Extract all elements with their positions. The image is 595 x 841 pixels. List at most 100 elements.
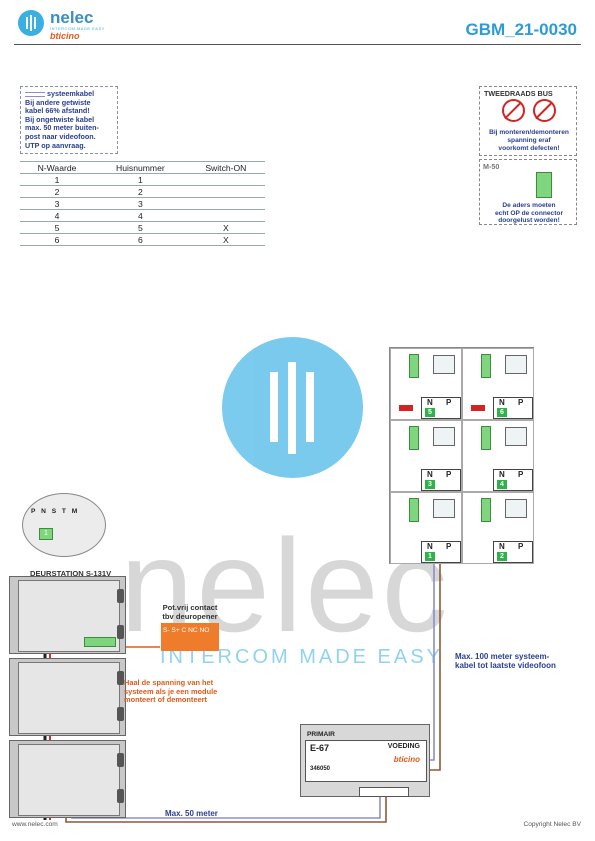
door-module bbox=[9, 740, 126, 818]
table-cell bbox=[186, 197, 265, 210]
warning-text: Bij monteren/demonteren spanning eraf vo… bbox=[482, 129, 576, 152]
brand-tagline: INTERCOM MADE EASY bbox=[50, 26, 105, 31]
screen-icon bbox=[433, 499, 455, 518]
m50-connector-box: M-50 De aders moeten echt OP de connecto… bbox=[479, 159, 577, 225]
warning-line: spanning eraf bbox=[507, 136, 551, 144]
contact-label-line: tbv deuropener bbox=[162, 612, 218, 621]
nelec-logo-icon bbox=[18, 10, 44, 36]
door-station-title: DEURSTATION S-131V bbox=[30, 569, 112, 578]
m50-line: echt OP de connector bbox=[494, 209, 564, 217]
no-plug-icon bbox=[502, 99, 525, 122]
relay-contact-block: S- S+ C NC NO bbox=[161, 623, 219, 651]
document-code: GBM_21-0030 bbox=[465, 20, 577, 39]
monitor-number: 2 bbox=[497, 552, 507, 561]
address-value: 1 bbox=[39, 528, 53, 540]
connector-icon bbox=[409, 426, 419, 450]
note-line: Bij andere getwiste bbox=[25, 97, 91, 107]
column-header: Switch-ON bbox=[186, 161, 265, 174]
cable-legend-label: systeemkabel bbox=[47, 89, 95, 98]
footer-copyright: Copyright Nelec BV bbox=[523, 821, 581, 828]
psu-primary-label: PRIMAIR bbox=[307, 731, 335, 738]
warning-line: Bij monteren/demonteren bbox=[489, 129, 569, 136]
table-cell: X bbox=[186, 233, 265, 246]
table-cell: 4 bbox=[93, 209, 187, 222]
blue-note-line: kabel tot laatste videofoon bbox=[455, 661, 556, 671]
door-station bbox=[9, 576, 126, 820]
contact-label: Pot.vrij contact tbv deuropener bbox=[150, 603, 230, 621]
terminal-block bbox=[84, 637, 116, 647]
psu-type: VOEDING bbox=[387, 743, 420, 750]
table-cell: 1 bbox=[20, 173, 94, 186]
column-header: Huisnummer bbox=[93, 161, 187, 174]
door-module bbox=[9, 576, 126, 654]
note-line: Bij ongetwiste kabel bbox=[25, 114, 95, 124]
table-cell: X bbox=[186, 221, 265, 234]
orange-note-line: monteert of demonteert bbox=[124, 695, 207, 705]
cable-legend: systeemkabel bbox=[25, 89, 113, 99]
max-length-note: Max. 100 meter systeem- kabel tot laatst… bbox=[455, 652, 565, 671]
monitor-number: 3 bbox=[425, 480, 435, 489]
connector-icon bbox=[409, 354, 419, 378]
note-line: max. 50 meter buiten- bbox=[25, 123, 99, 133]
psu-terminals bbox=[359, 787, 409, 797]
psu-code: 346050 bbox=[310, 766, 331, 772]
no-voltage-icon bbox=[533, 99, 556, 122]
header-divider bbox=[14, 44, 581, 45]
partner-brand: bticino bbox=[50, 31, 80, 41]
note-line: kabel 66% afstand! bbox=[25, 106, 90, 116]
monitor-number: 5 bbox=[425, 408, 435, 417]
watermark-tagline: INTERCOM MADE EASY bbox=[160, 646, 443, 668]
cable-note-box: systeemkabel Bij andere getwiste kabel 6… bbox=[20, 86, 118, 154]
screen-icon bbox=[505, 427, 527, 446]
warning-line: voorkomt defecten! bbox=[498, 144, 560, 152]
note-line: post naar videofoon. bbox=[25, 131, 96, 141]
table-cell: 5 bbox=[20, 221, 94, 234]
orange-note-line: Haal de spanning van het bbox=[124, 678, 214, 687]
footer-url: www.nelec.com bbox=[12, 821, 58, 828]
connector-icon bbox=[536, 172, 552, 198]
m50-title: M-50 bbox=[483, 162, 500, 171]
m50-text: De aders moeten echt OP de connector doo… bbox=[482, 202, 576, 225]
table-cell bbox=[186, 185, 265, 198]
connector-icon bbox=[481, 498, 491, 522]
monitor-number: 1 bbox=[425, 552, 435, 561]
table-cell bbox=[186, 173, 265, 186]
table-cell: 1 bbox=[93, 173, 187, 186]
connector-icon bbox=[481, 354, 491, 378]
watermark-logo-icon bbox=[222, 337, 363, 478]
table-cell: 2 bbox=[93, 185, 187, 198]
door-module bbox=[9, 658, 126, 736]
table-cell: 4 bbox=[20, 209, 94, 222]
orange-note-line: systeem als je een module bbox=[124, 686, 218, 696]
psu-label-window: E-67 VOEDING bticino 346050 bbox=[305, 740, 427, 782]
psu-brand: bticino bbox=[393, 755, 420, 764]
connector-icon bbox=[409, 498, 419, 522]
blue-note-line: Max. 100 meter systeem- bbox=[455, 652, 550, 661]
dip-switch bbox=[399, 405, 413, 411]
cable-swatch-icon bbox=[25, 91, 45, 97]
psu-model: E-67 bbox=[310, 743, 330, 753]
table-header-row: N-Waarde Huisnummer Switch-ON bbox=[20, 161, 265, 174]
m50-line: De aders moeten bbox=[502, 202, 556, 209]
screen-icon bbox=[433, 427, 455, 446]
table-cell: 6 bbox=[20, 233, 94, 246]
column-header: N-Waarde bbox=[20, 161, 94, 174]
table-cell: 6 bbox=[93, 233, 187, 246]
monitor-number: 4 bbox=[497, 480, 507, 489]
terminal-labels: P N S T M bbox=[31, 508, 80, 515]
